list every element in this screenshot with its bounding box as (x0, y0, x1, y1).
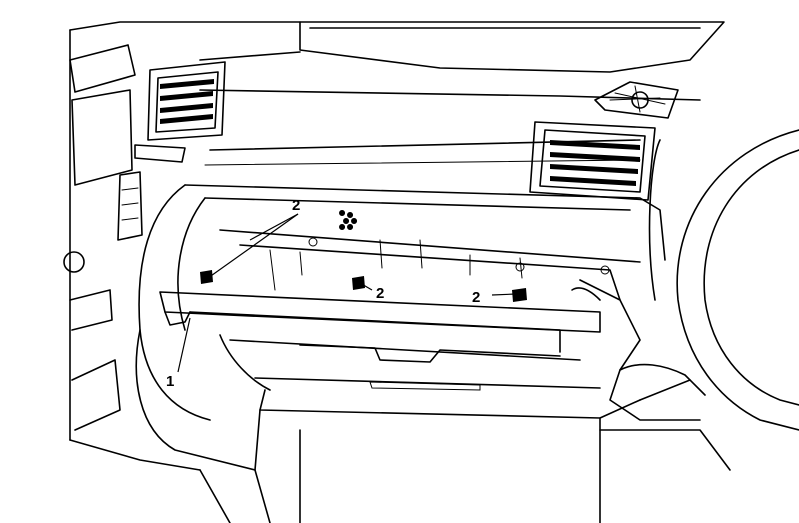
callout-2-label-right: 2 (472, 289, 480, 306)
callout-1-label: 1 (166, 373, 174, 390)
upper-dashboard (69, 21, 725, 166)
fastener-left (200, 270, 213, 284)
fastener-right (512, 288, 527, 302)
left-air-vent (147, 61, 226, 141)
center-stack (63, 29, 201, 471)
fasteners (200, 270, 527, 302)
callout-2-label-center: 2 (376, 285, 384, 302)
glove-box-door (159, 287, 641, 523)
lower-trim (135, 329, 301, 523)
right-side-panel (579, 279, 731, 471)
leader-lines (177, 213, 517, 373)
callout-2-label-top: 2 (292, 197, 300, 214)
right-air-vent (529, 121, 656, 201)
steering-wheel (648, 129, 799, 431)
dash-speaker (594, 81, 679, 119)
fastener-center (352, 276, 365, 290)
